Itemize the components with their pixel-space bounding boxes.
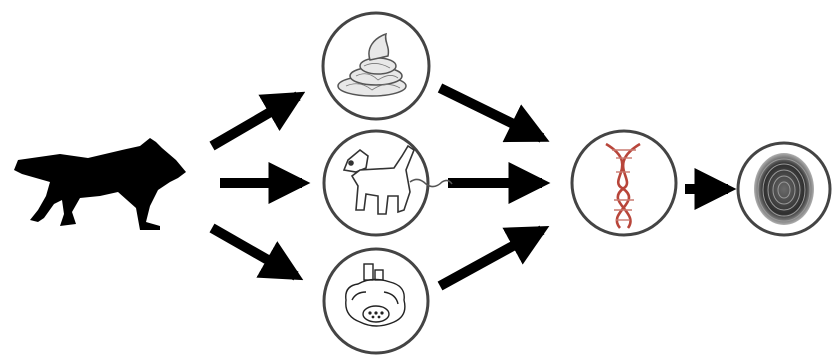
wolf-silhouette-icon: [14, 138, 186, 230]
arrow-wolf-to-hair: [209, 223, 304, 281]
scat-icon: [321, 11, 431, 121]
arrow-hair-to-dna: [437, 225, 550, 291]
dna-helix-icon: [570, 129, 678, 237]
urinating-dog-icon: [322, 129, 453, 237]
hair-sample-icon: [322, 247, 430, 355]
arrow-wolf-to-scat: [209, 91, 306, 151]
arrow-scat-to-dna: [437, 83, 550, 143]
genetic-fingerprint-icon: [736, 141, 832, 237]
